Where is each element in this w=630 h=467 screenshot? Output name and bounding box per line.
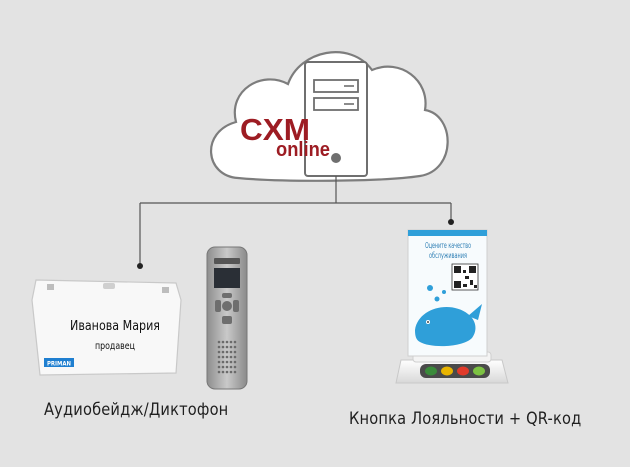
loyalty-button-green [425, 366, 437, 376]
stand-heading-line2: обслуживания [429, 251, 467, 260]
audio-badge: PRIMAN Иванова Мария продавец [31, 279, 182, 376]
connector-lines [139, 176, 452, 266]
stand-heading-line1: Оцените качество [425, 241, 471, 250]
server-icon [304, 61, 368, 177]
badge-name: Иванова Мария [70, 319, 160, 334]
caption-loyalty-button: Кнопка Лояльности + QR-код [349, 409, 582, 429]
whale-icon [415, 285, 482, 347]
loyalty-button-lightgreen [473, 366, 485, 376]
loyalty-button-yellow [441, 366, 453, 376]
brand-sub: online [276, 139, 330, 161]
qr-code-icon [451, 263, 479, 291]
badge-role: продавец [95, 341, 135, 352]
connector-dot-right [448, 219, 454, 225]
badge-logo: PRIMAN [47, 361, 71, 368]
voice-recorder [206, 246, 248, 390]
caption-audio-badge: Аудиобейдж/Диктофон [44, 400, 229, 420]
loyalty-stand: Оцените качество обслуживания [395, 229, 509, 384]
brand-main: CXM [240, 112, 310, 147]
connector-dot-left [137, 263, 143, 269]
loyalty-button-red [457, 366, 469, 376]
